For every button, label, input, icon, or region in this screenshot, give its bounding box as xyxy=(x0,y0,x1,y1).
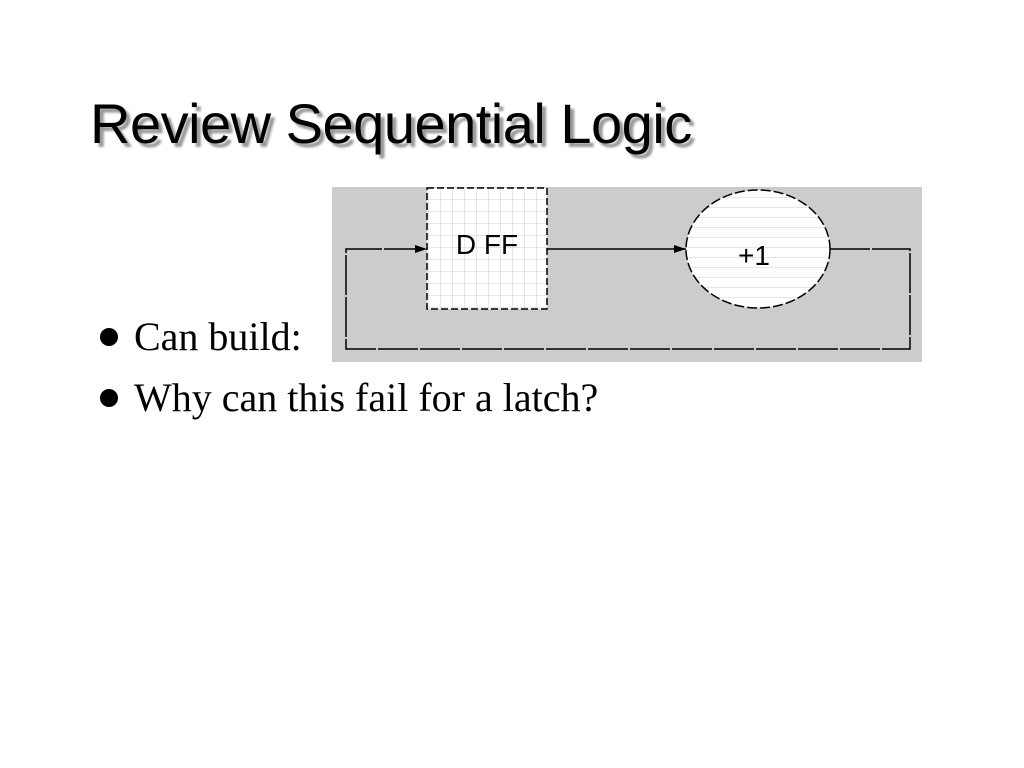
bullet-text: Why can this fail for a latch? xyxy=(134,375,599,420)
flipflop-label: D FF xyxy=(456,229,518,260)
counter-diagram: D FF +1 xyxy=(332,187,922,362)
slide-title: Review Sequential Logic xyxy=(90,92,692,155)
bullet-dot-icon xyxy=(100,328,118,346)
bullet-item: Why can this fail for a latch? xyxy=(100,378,598,418)
bullet-dot-icon xyxy=(100,389,118,407)
d-flipflop-block: D FF xyxy=(426,187,548,310)
diagram-background xyxy=(332,187,922,362)
bullet-text: Can build: xyxy=(134,314,302,359)
adder-label: +1 xyxy=(738,240,770,271)
feedback-wire xyxy=(345,245,911,350)
bullet-item: Can build: xyxy=(100,317,302,357)
increment-adder: +1 xyxy=(685,189,831,309)
